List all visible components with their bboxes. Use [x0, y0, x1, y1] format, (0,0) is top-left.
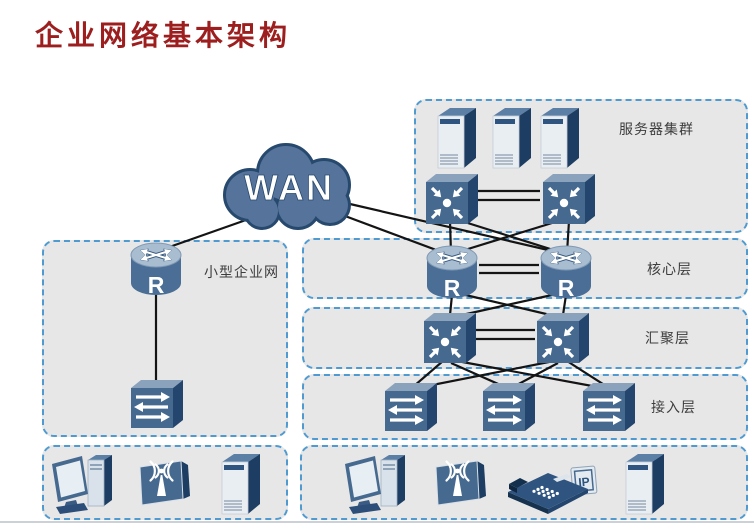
server-switch-2-icon — [541, 172, 595, 226]
access-switch-2-icon — [481, 381, 537, 433]
server-right-icon — [624, 452, 666, 516]
zone-small-enterprise-label: 小型企业网 — [204, 264, 279, 280]
pc-right-icon — [343, 452, 413, 516]
zone-core-layer-label: 核心层 — [647, 260, 692, 277]
wireless-ap-left-icon — [136, 456, 192, 508]
page-title: 企业网络基本架构 — [35, 20, 292, 51]
server-tower-2-icon — [491, 106, 533, 170]
server-tower-1-icon — [436, 106, 478, 170]
access-switch-1-icon — [383, 381, 439, 433]
agg-switch-2-icon — [535, 311, 589, 365]
wan-label: WAN — [244, 167, 334, 208]
small-enterprise-switch-icon — [129, 378, 185, 430]
core-router-1-icon — [426, 245, 478, 299]
access-switch-3-icon — [581, 381, 637, 433]
bottom-divider — [0, 521, 754, 523]
zone-access-layer-label: 接入层 — [651, 399, 696, 415]
server-switch-1-icon — [424, 172, 478, 226]
small-enterprise-router-icon — [130, 242, 182, 296]
server-tower-3-icon — [539, 106, 581, 170]
zone-aggregation-layer-label: 汇聚层 — [645, 330, 690, 346]
zone-aggregation-layer: 汇聚层 — [302, 307, 748, 369]
wan-cloud-icon: WAN — [210, 143, 368, 231]
pc-left-icon — [50, 452, 120, 516]
wireless-ap-right-icon — [432, 456, 488, 508]
core-router-2-icon — [540, 245, 592, 299]
zone-core-layer: 核心层 — [302, 238, 748, 299]
ip-phone-icon — [506, 462, 598, 514]
agg-switch-1-icon — [422, 311, 476, 365]
zone-server-cluster-label: 服务器集群 — [619, 121, 694, 137]
server-left-icon — [220, 452, 262, 516]
